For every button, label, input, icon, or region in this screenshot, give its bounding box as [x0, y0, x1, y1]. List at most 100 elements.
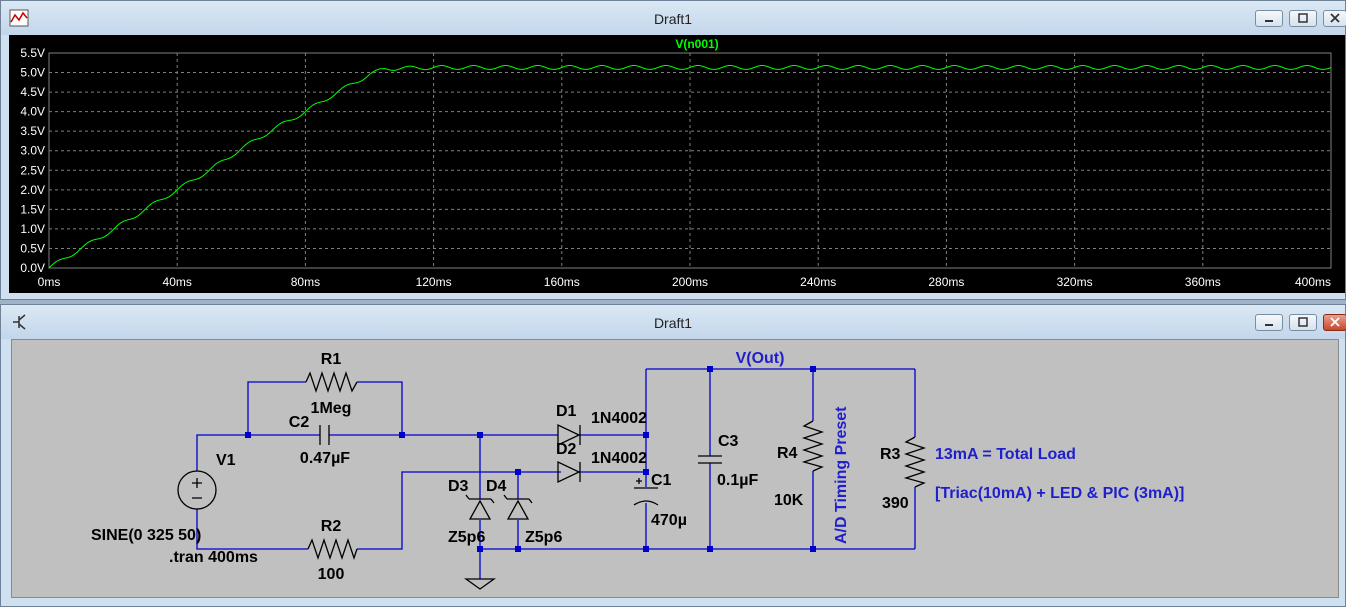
- y-axis-ticks: 5.5V 5.0V 4.5V 4.0V 3.5V 3.0V 2.5V 2.0V 1.5V 1.0V…: [20, 46, 45, 275]
- restore-button[interactable]: [1289, 314, 1317, 331]
- waveform-window: Draft1 V(n001) 5.5V 5.0V 4.5V 4.0V 3.5V 3.0V 2…: [0, 0, 1346, 300]
- close-button[interactable]: [1323, 314, 1346, 331]
- r3-name[interactable]: R3: [880, 446, 901, 463]
- d4-value[interactable]: Z5p6: [525, 529, 562, 546]
- close-button[interactable]: [1323, 10, 1346, 27]
- wire[interactable]: [196, 509, 308, 550]
- y-tick-label: 4.5V: [20, 85, 45, 99]
- junctions: [245, 366, 816, 552]
- plot-pane[interactable]: V(n001) 5.5V 5.0V 4.5V 4.0V 3.5V 3.0V 2.5V 2.0V…: [9, 35, 1345, 293]
- r4-comment[interactable]: A/D Timing Preset: [833, 406, 850, 544]
- c1-value[interactable]: 470µ: [651, 512, 687, 529]
- d2-name[interactable]: D2: [556, 441, 577, 458]
- y-tick-label: 4.0V: [20, 105, 45, 119]
- d1-value[interactable]: 1N4002: [591, 410, 647, 427]
- c2-name[interactable]: C2: [289, 414, 310, 431]
- d3-value[interactable]: Z5p6: [448, 529, 485, 546]
- r1-resistor-symbol[interactable]: [305, 370, 358, 394]
- restore-icon: [1298, 317, 1308, 327]
- x-tick-label: 120ms: [416, 275, 452, 289]
- x-tick-label: 200ms: [672, 275, 708, 289]
- v1-name[interactable]: V1: [216, 452, 236, 469]
- y-tick-label: 5.5V: [20, 46, 45, 60]
- c3-value[interactable]: 0.1µF: [717, 472, 758, 489]
- c3-name[interactable]: C3: [718, 433, 739, 450]
- x-tick-label: 40ms: [163, 275, 192, 289]
- y-tick-label: 1.0V: [20, 222, 45, 236]
- wire[interactable]: [247, 381, 306, 435]
- c1-capacitor-symbol[interactable]: [633, 478, 659, 506]
- c3-capacitor-symbol[interactable]: [698, 455, 722, 464]
- y-tick-label: 3.0V: [20, 144, 45, 158]
- ground-symbol[interactable]: [463, 578, 497, 590]
- d4-name[interactable]: D4: [486, 478, 507, 495]
- schematic-icon: [13, 314, 26, 330]
- c2-capacitor-symbol[interactable]: [319, 425, 330, 445]
- y-tick-label: 2.0V: [20, 183, 45, 197]
- x-tick-label: 240ms: [800, 275, 836, 289]
- c2-value[interactable]: 0.47µF: [300, 450, 350, 467]
- r2-name[interactable]: R2: [321, 518, 342, 535]
- r3-resistor-symbol[interactable]: [903, 436, 927, 488]
- junction-dot: [810, 366, 816, 372]
- junction-dot: [245, 432, 251, 438]
- junction-dot: [707, 546, 713, 552]
- d3-zener-symbol[interactable]: [465, 494, 495, 520]
- junction-dot: [515, 469, 521, 475]
- r1-name[interactable]: R1: [321, 351, 342, 368]
- y-tick-label: 2.5V: [20, 163, 45, 177]
- waveform-titlebar[interactable]: Draft1: [1, 1, 1346, 35]
- d1-diode-symbol[interactable]: [557, 423, 581, 447]
- r4-resistor-symbol[interactable]: [801, 420, 825, 472]
- junction-dot: [707, 366, 713, 372]
- y-tick-label: 1.5V: [20, 202, 45, 216]
- wire[interactable]: [357, 471, 561, 550]
- d2-value[interactable]: 1N4002: [591, 450, 647, 467]
- x-tick-label: 360ms: [1185, 275, 1221, 289]
- minimize-button[interactable]: [1255, 10, 1283, 27]
- r4-name[interactable]: R4: [777, 445, 798, 462]
- schematic-titlebar[interactable]: Draft1: [1, 305, 1346, 339]
- junction-dot: [477, 432, 483, 438]
- tran-directive[interactable]: .tran 400ms: [169, 549, 258, 566]
- d4-zener-symbol[interactable]: [503, 494, 533, 520]
- waveform-plot[interactable]: V(n001) 5.5V 5.0V 4.5V 4.0V 3.5V 3.0V 2.5V 2.0V…: [9, 35, 1346, 295]
- y-tick-label: 0.5V: [20, 241, 45, 255]
- plot-frame: [48, 52, 1332, 269]
- close-icon: [1330, 317, 1340, 327]
- d2-diode-symbol[interactable]: [557, 460, 581, 484]
- d3-name[interactable]: D3: [448, 478, 469, 495]
- r2-resistor-symbol[interactable]: [307, 537, 358, 561]
- y-tick-label: 5.0V: [20, 66, 45, 80]
- y-tick-label: 3.5V: [20, 124, 45, 138]
- vout-net-label[interactable]: V(Out): [736, 350, 785, 367]
- junction-dot: [643, 469, 649, 475]
- junction-dot: [810, 546, 816, 552]
- restore-button[interactable]: [1289, 10, 1317, 27]
- x-tick-label: 320ms: [1057, 275, 1093, 289]
- minimize-button[interactable]: [1255, 314, 1283, 331]
- r1-value[interactable]: 1Meg: [311, 400, 352, 417]
- trace-label[interactable]: V(n001): [675, 37, 718, 51]
- wire[interactable]: [580, 434, 646, 473]
- schematic-canvas[interactable]: R1 1Meg C2 0.47µF V1 SINE(0 325 50) R2 1…: [11, 339, 1339, 598]
- r4-value[interactable]: 10K: [774, 492, 804, 509]
- load-breakdown-note[interactable]: [Triac(10mA) + LED & PIC (3mA)]: [935, 485, 1184, 502]
- x-tick-label: 80ms: [291, 275, 320, 289]
- d1-name[interactable]: D1: [556, 403, 577, 420]
- wire[interactable]: [196, 434, 248, 471]
- schematic-drawing[interactable]: R1 1Meg C2 0.47µF V1 SINE(0 325 50) R2 1…: [12, 340, 1341, 600]
- y-tick-label: 0.0V: [20, 261, 45, 275]
- trace-line[interactable]: [48, 65, 1332, 269]
- x-tick-label: 400ms: [1295, 275, 1331, 289]
- c1-name[interactable]: C1: [651, 472, 672, 489]
- plot-grid: [48, 52, 1332, 269]
- v1-source-symbol[interactable]: [177, 470, 217, 510]
- r3-value[interactable]: 390: [882, 495, 909, 512]
- wire[interactable]: [357, 381, 403, 435]
- load-note[interactable]: 13mA = Total Load: [935, 446, 1076, 463]
- r2-value[interactable]: 100: [318, 566, 345, 583]
- v1-value[interactable]: SINE(0 325 50): [91, 527, 201, 544]
- junction-dot: [643, 432, 649, 438]
